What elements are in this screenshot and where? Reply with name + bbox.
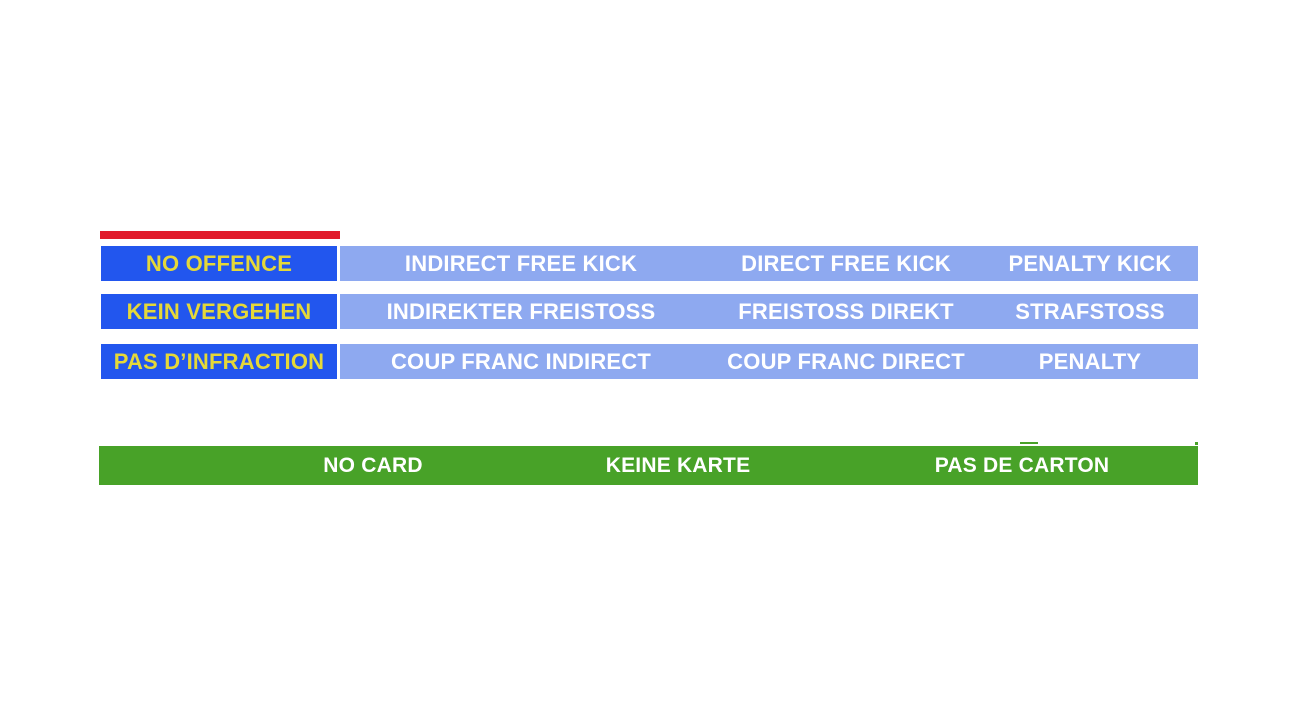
no-offence-label-english: NO OFFENCE bbox=[145, 250, 293, 276]
indirect-free-kick-label: INDIRECT FREE KICK bbox=[404, 250, 638, 276]
no-offence-label-german: KEIN VERGEHEN bbox=[126, 298, 312, 324]
coup-franc-direct-label: COUP FRANC DIRECT bbox=[727, 348, 965, 374]
sanctions-band-english: INDIRECT FREE KICK DIRECT FREE KICK PENA… bbox=[340, 246, 1198, 281]
no-offence-label-french: PAS D’INFRACTION bbox=[113, 348, 325, 374]
no-card-label-german: KEINE KARTE bbox=[605, 453, 751, 477]
decision-row-german: KEIN VERGEHEN INDIREKTER FREISTOSS FREIS… bbox=[0, 294, 1290, 329]
no-offence-cell-german: KEIN VERGEHEN bbox=[101, 294, 337, 329]
sanctions-band-german: INDIREKTER FREISTOSS FREISTOSS DIREKT ST… bbox=[340, 294, 1198, 329]
penalty-kick-label: PENALTY KICK bbox=[1008, 250, 1172, 276]
sanctions-band-french: COUP FRANC INDIRECT COUP FRANC DIRECT PE… bbox=[340, 344, 1198, 379]
freistoss-direkt-label: FREISTOSS DIREKT bbox=[738, 298, 954, 324]
no-card-bar: NO CARD KEINE KARTE PAS DE CARTON bbox=[99, 446, 1198, 485]
strafstoss-label: STRAFSTOSS bbox=[1015, 298, 1165, 324]
red-accent-bar bbox=[100, 231, 340, 239]
decision-row-french: PAS D’INFRACTION COUP FRANC INDIRECT COU… bbox=[0, 344, 1290, 379]
green-dot-artifact bbox=[1195, 442, 1198, 445]
decision-row-english: NO OFFENCE INDIRECT FREE KICK DIRECT FRE… bbox=[0, 246, 1290, 281]
green-tick-artifact bbox=[1020, 442, 1038, 444]
penalty-label: PENALTY bbox=[1038, 348, 1142, 374]
no-card-label-english: NO CARD bbox=[323, 453, 423, 477]
indirekter-freistoss-label: INDIREKTER FREISTOSS bbox=[386, 298, 656, 324]
no-card-label-french: PAS DE CARTON bbox=[934, 453, 1110, 477]
no-offence-cell-french: PAS D’INFRACTION bbox=[101, 344, 337, 379]
direct-free-kick-label: DIRECT FREE KICK bbox=[741, 250, 951, 276]
no-offence-cell-english: NO OFFENCE bbox=[101, 246, 337, 281]
coup-franc-indirect-label: COUP FRANC INDIRECT bbox=[390, 348, 652, 374]
